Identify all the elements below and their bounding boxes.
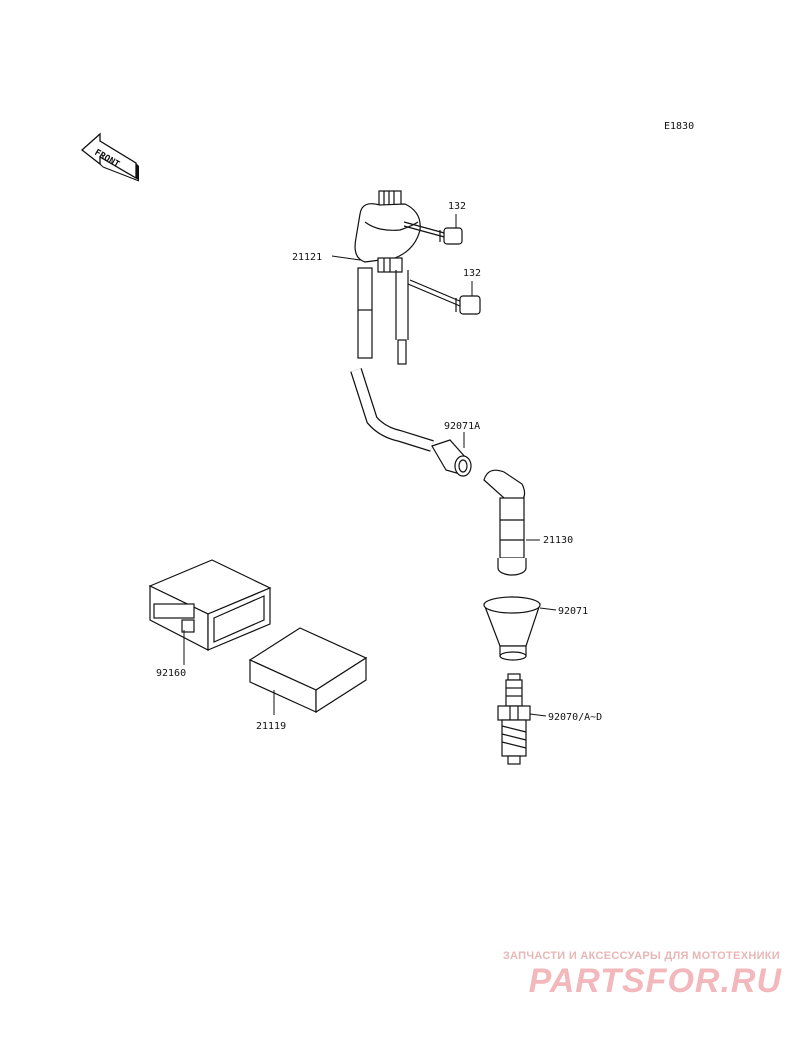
boot-92071 <box>483 596 541 661</box>
igniter-21119 <box>248 627 368 714</box>
callout-plug-cap: 21130 <box>543 535 573 546</box>
watermark-tagline: ЗАПЧАСТИ И АКСЕССУАРЫ ДЛЯ МОТОТЕХНИКИ <box>502 950 780 962</box>
callout-bolt-upper: 132 <box>448 201 466 212</box>
callout-cap-a: 92071A <box>444 421 480 432</box>
spark-plug <box>497 673 531 765</box>
plug-cap-21130 <box>483 469 527 576</box>
callout-bracket: 92160 <box>156 668 186 679</box>
watermark-logo: PARTSFOR.RU <box>528 962 782 1000</box>
cap-92071a <box>431 439 472 477</box>
callout-bolt-lower: 132 <box>463 268 481 279</box>
callout-spark-plug: 92070/A~D <box>548 712 602 723</box>
diagram-code: E1830 <box>664 121 694 132</box>
leader-lines <box>183 214 557 717</box>
callout-boot: 92071 <box>558 606 588 617</box>
callout-igniter: 21119 <box>256 721 286 732</box>
bolt-upper <box>403 221 463 245</box>
bracket-92160 <box>148 559 272 651</box>
callout-ignition-coil: 21121 <box>292 252 322 263</box>
front-arrow-icon: FRONT <box>80 132 140 182</box>
ignition-coil <box>354 190 421 365</box>
bolt-lower <box>407 279 481 315</box>
